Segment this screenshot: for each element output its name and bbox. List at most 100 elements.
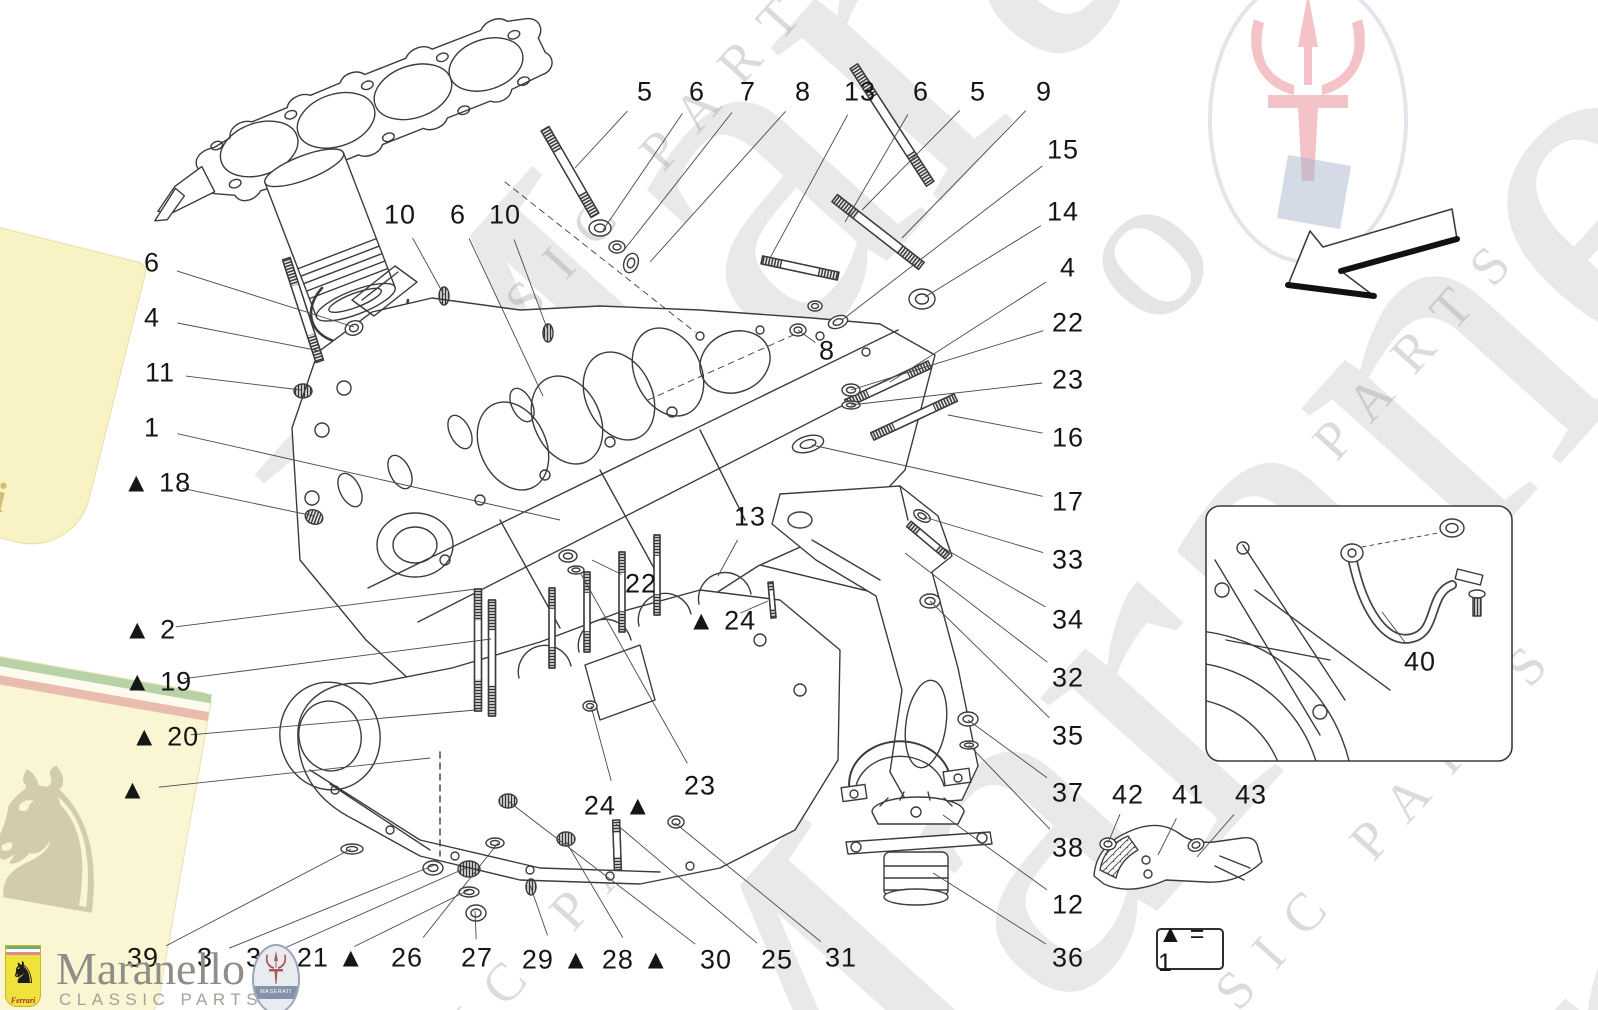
prancing-horse-icon: ♞: [10, 957, 37, 990]
callout-13: 13: [843, 76, 877, 107]
callout-28: 28 ▲: [601, 944, 671, 975]
stud: [767, 581, 777, 619]
stud: [869, 393, 959, 441]
callout-38: 38: [1051, 832, 1085, 863]
assembly-axis-dashed: [504, 181, 696, 333]
leader-line: [1381, 611, 1406, 643]
threaded-plug: [293, 383, 313, 399]
callout-13: 13: [733, 501, 767, 532]
leader-line: [929, 600, 1050, 719]
callout-22: 22: [1051, 307, 1085, 338]
leader-line: [850, 330, 1044, 391]
nut-washer: [1187, 838, 1205, 852]
callout-7: 7: [739, 76, 757, 107]
leader-line: [175, 588, 477, 628]
callout-4: 4: [143, 302, 161, 333]
leader-line: [649, 110, 786, 263]
leader-line: [674, 822, 822, 942]
callout-5: 5: [969, 76, 987, 107]
direction-arrow-icon: [1285, 208, 1460, 299]
engine-mount-bracket: [771, 485, 979, 805]
nut-washer: [791, 434, 825, 454]
threaded-plug: [457, 860, 481, 878]
leader-line: [602, 113, 683, 231]
stud: [281, 256, 325, 364]
nut-washer: [485, 837, 505, 849]
callout-8: 8: [818, 335, 836, 366]
callout-32: 32: [1051, 662, 1085, 693]
stud: [583, 571, 591, 653]
leader-line: [580, 573, 688, 764]
callout-15: 15: [1046, 134, 1080, 165]
stud: [618, 551, 626, 633]
inset-box: [1205, 505, 1513, 762]
nut-washer: [567, 565, 585, 575]
callout-4: 4: [1059, 252, 1077, 283]
callout-11: 11: [144, 357, 176, 388]
ferrari-badge-stripes: [6, 946, 40, 955]
callout-36: 36: [1051, 942, 1085, 973]
stud: [760, 255, 840, 281]
callout-21: 21 ▲: [296, 942, 366, 973]
leader-line: [354, 889, 470, 947]
callout-23: 23: [1051, 364, 1085, 395]
callout-40: 40: [1403, 646, 1437, 677]
nut-washer: [908, 288, 936, 310]
leader-line: [529, 884, 548, 936]
callout-3: 3: [196, 942, 214, 973]
inset-hose-part: [1340, 518, 1486, 644]
nut-washer: [422, 860, 444, 876]
stud: [473, 588, 483, 712]
callout-10: 10: [383, 199, 417, 230]
leader-line: [939, 545, 1046, 608]
deck-axis-dashed: [647, 331, 801, 401]
callout-14: 14: [1046, 196, 1080, 227]
leader-line: [1107, 814, 1121, 844]
callout-triangle: ▲: [119, 774, 147, 805]
inset-bellhousing: [1206, 541, 1391, 761]
nut-washer: [608, 240, 626, 254]
mount-clamp: [840, 740, 972, 803]
studs-group: [281, 63, 959, 871]
leader-line: [591, 559, 622, 575]
lower-crankcase: [279, 571, 841, 885]
leader-line: [901, 110, 1027, 239]
callout-42: 42: [1111, 779, 1145, 810]
callout-19: ▲ 19: [123, 666, 193, 697]
threaded-plug: [438, 286, 450, 306]
threaded-plug: [556, 831, 576, 847]
legend-text: ▲ = 1: [1158, 920, 1205, 977]
callout-27: 27: [460, 942, 494, 973]
callout-30: 30: [699, 944, 733, 975]
ferrari-badge-text: Ferrari: [10, 996, 36, 1005]
leader-line: [590, 705, 612, 782]
leader-line: [564, 839, 624, 938]
leader-line: [623, 112, 733, 251]
leader-line: [923, 516, 1044, 554]
leader-line: [811, 444, 1043, 497]
leader-line: [850, 382, 1043, 406]
callout-26: 26: [390, 942, 424, 973]
leader-line: [474, 910, 477, 940]
leader-line: [1157, 818, 1177, 856]
leader-line: [165, 848, 352, 947]
rear-mount-bracket: [1093, 824, 1263, 890]
small-parts-group: [293, 219, 1205, 922]
nut-washer: [913, 509, 931, 523]
engine-mount-cushion: [845, 791, 993, 906]
nut-washer: [1099, 837, 1117, 851]
nut-washer: [465, 904, 487, 922]
callout-17: 17: [1051, 486, 1085, 517]
leader-line: [185, 375, 302, 391]
nut-washer: [344, 320, 364, 336]
callout-24: ▲ 24: [687, 605, 757, 636]
leader-line: [942, 814, 1048, 891]
maserati-badge-icon: MASERATI: [252, 944, 300, 1010]
nut-washer: [622, 252, 640, 274]
maserati-badge-text: MASERATI: [254, 986, 298, 999]
legend-box: ▲ = 1: [1156, 920, 1224, 977]
stud: [653, 534, 661, 616]
leader-line: [513, 239, 549, 332]
leader-line: [967, 719, 1048, 779]
